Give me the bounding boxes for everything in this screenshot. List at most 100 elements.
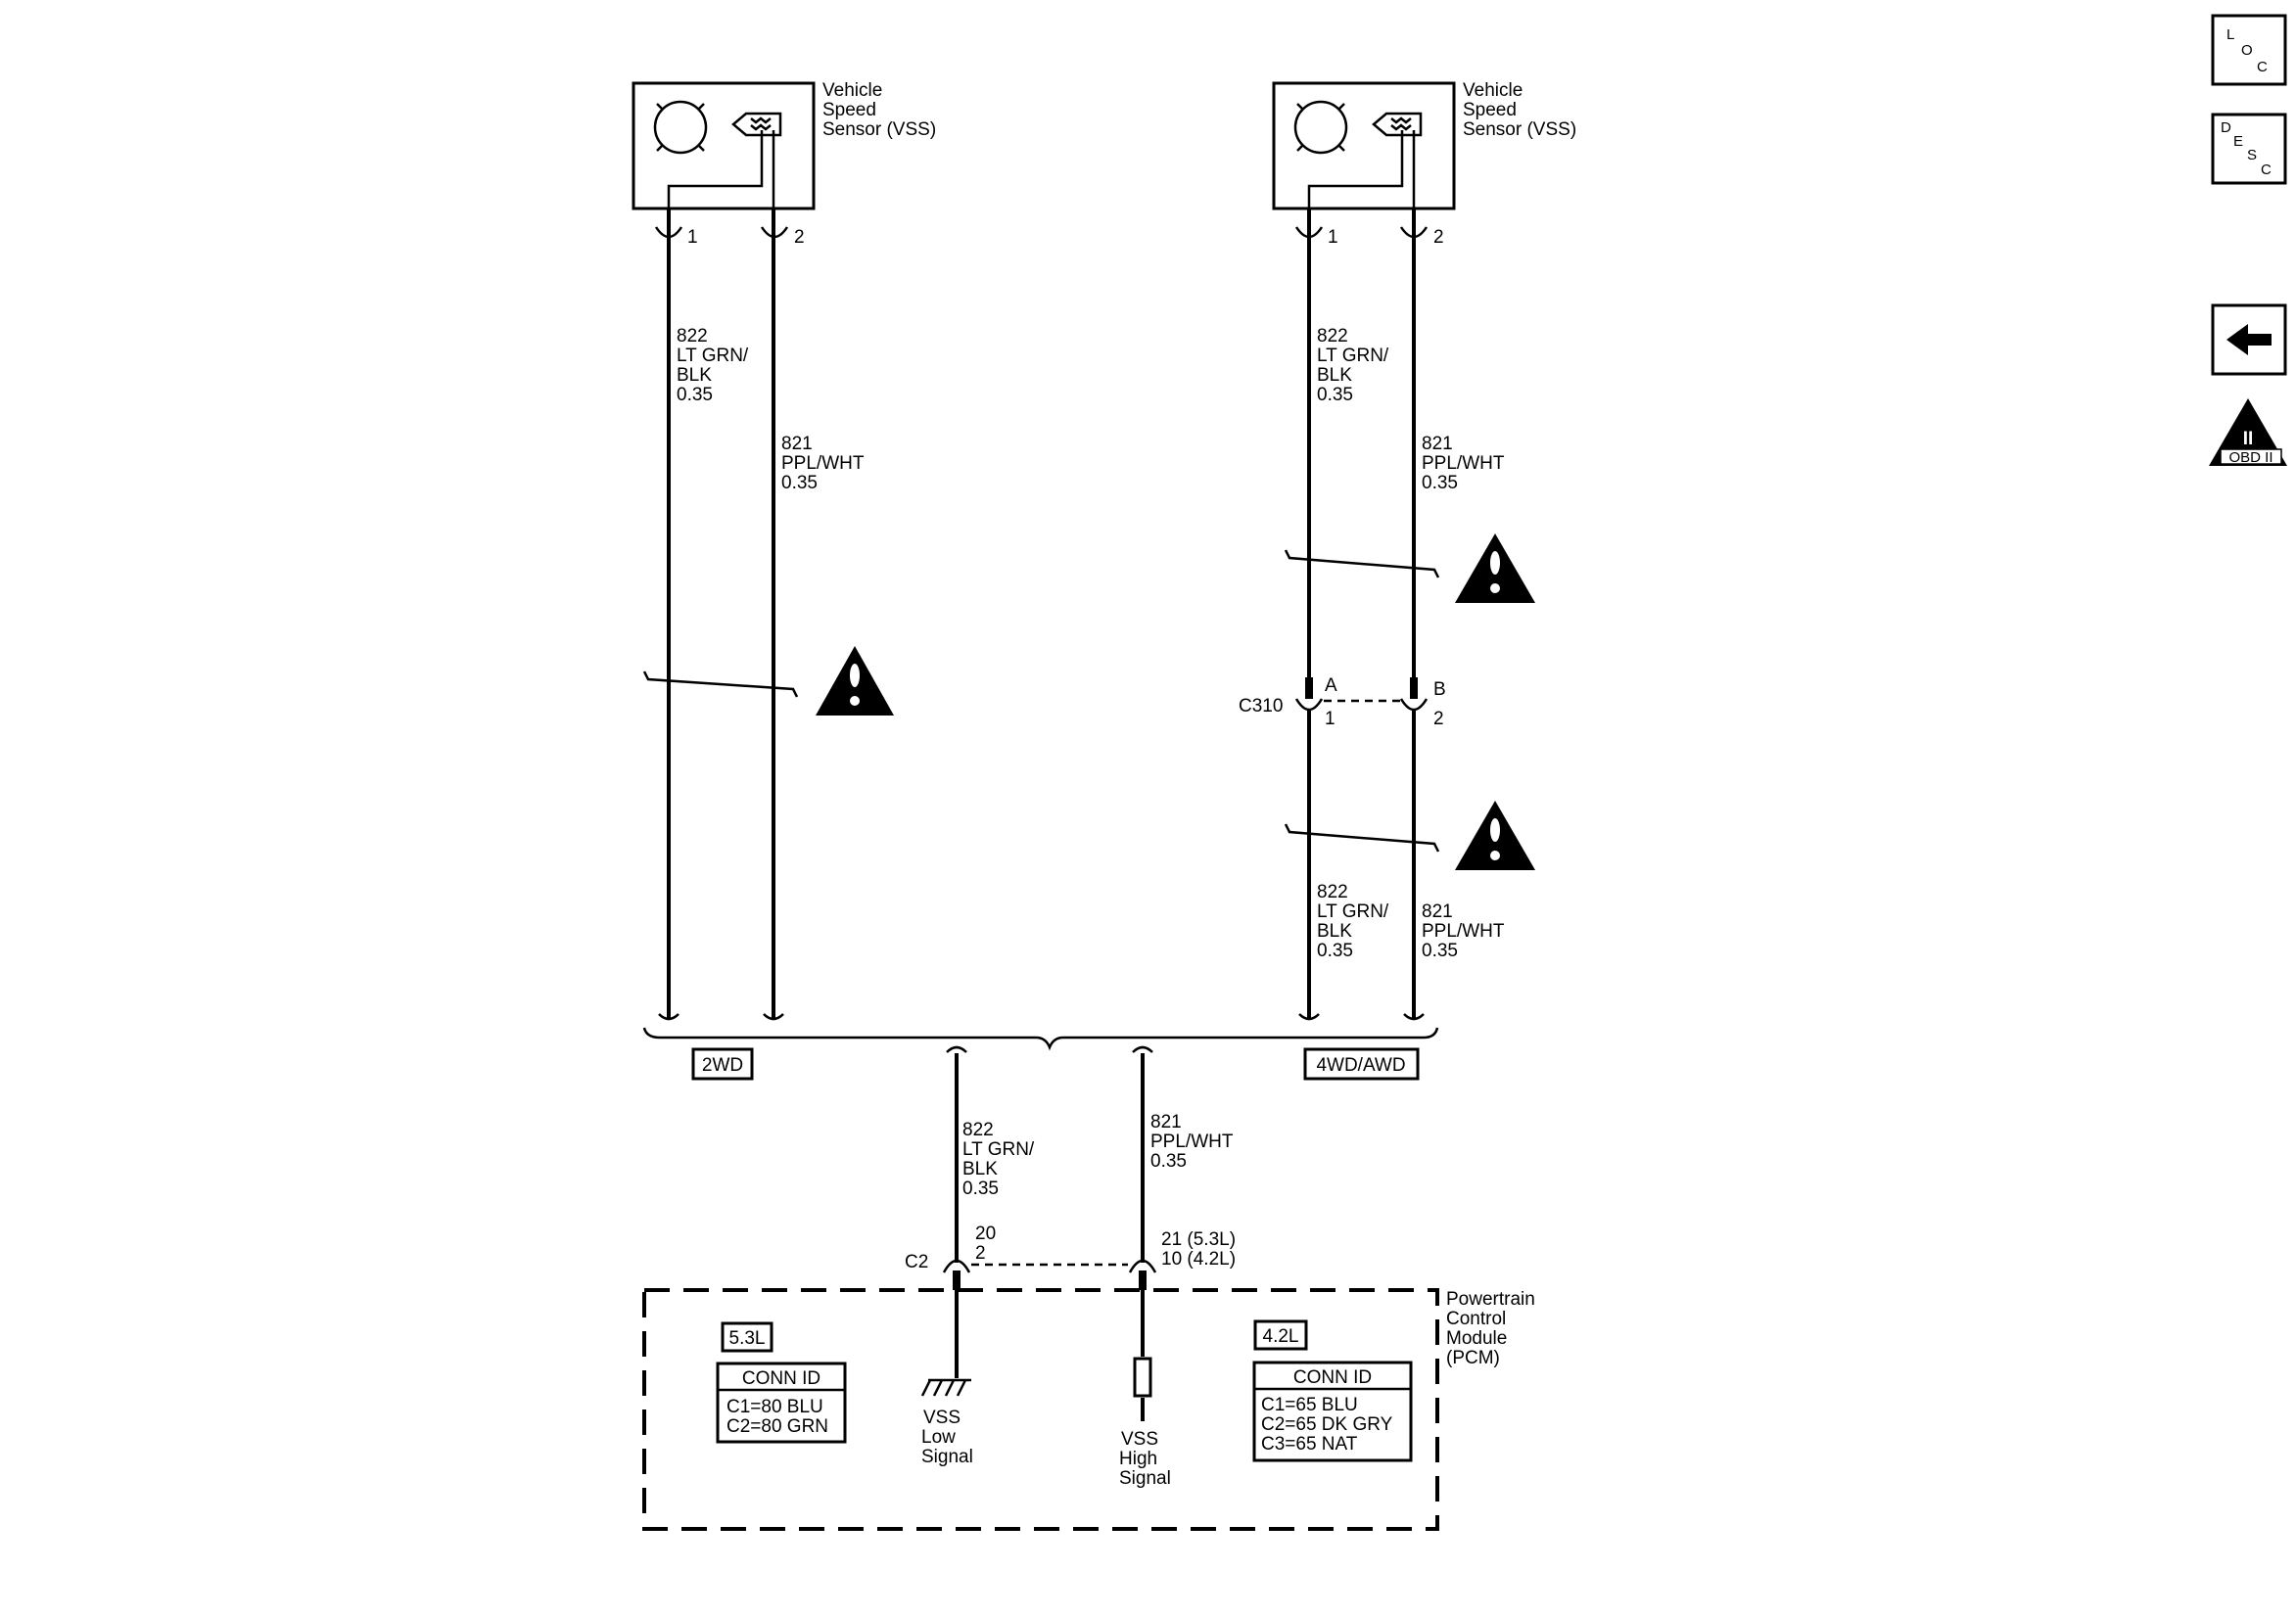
sensor-2wd-title-1: Vehicle	[822, 80, 882, 101]
svg-text:LT GRN/: LT GRN/	[677, 346, 749, 366]
wire-4wd-ends	[1298, 1013, 1425, 1021]
svg-text:0.35: 0.35	[1317, 385, 1353, 405]
svg-text:O: O	[2241, 42, 2253, 59]
sensor-4wd-title-2: Speed	[1463, 100, 1517, 120]
svg-text:VSS: VSS	[923, 1408, 961, 1428]
svg-text:CONN ID: CONN ID	[1293, 1367, 1372, 1388]
conn-id-table-53: CONN ID C1=80 BLU C2=80 GRN	[716, 1362, 847, 1444]
svg-text:BLK: BLK	[1317, 365, 1352, 386]
c310-pin-a: A	[1325, 675, 1337, 696]
resistor-icon	[1133, 1357, 1152, 1398]
engine-53-tag: 5.3L	[721, 1321, 773, 1353]
connector-c2: C2 20 2 21 (5.3L) 10 (4.2L)	[905, 1224, 1236, 1290]
loc-button[interactable]: L O C	[2211, 14, 2287, 86]
svg-text:CONN ID: CONN ID	[742, 1368, 820, 1389]
back-button[interactable]	[2211, 303, 2287, 376]
option-4wd-awd: 4WD/AWD	[1303, 1047, 1420, 1081]
wire-821-common-label: 821 PPL/WHT 0.35	[1150, 1112, 1234, 1172]
svg-text:VSS: VSS	[1121, 1429, 1158, 1450]
c2-pin-high-2: 10 (4.2L)	[1161, 1249, 1236, 1270]
sensor-gear-icon	[1293, 100, 1348, 155]
svg-text:C3=65 NAT: C3=65 NAT	[1261, 1434, 1358, 1455]
svg-text:PPL/WHT: PPL/WHT	[1150, 1132, 1234, 1152]
c2-pin-low-1: 20	[975, 1224, 996, 1244]
svg-text:2WD: 2WD	[702, 1055, 743, 1076]
svg-text:822: 822	[677, 326, 708, 346]
ground-icon	[920, 1378, 971, 1397]
sensor-2wd-title-3: Sensor (VSS)	[822, 119, 936, 140]
svg-text:C: C	[2261, 162, 2272, 178]
wire-821-4wd-label-upper: 821 PPL/WHT 0.35	[1422, 434, 1505, 493]
svg-text:OBD II: OBD II	[2228, 449, 2273, 466]
svg-text:0.35: 0.35	[1422, 941, 1458, 961]
svg-text:822: 822	[1317, 882, 1348, 902]
back-arrow-icon	[2226, 324, 2272, 355]
svg-text:LT GRN/: LT GRN/	[1317, 901, 1389, 922]
sensor-2wd: Vehicle Speed Sensor (VSS) 1 2	[632, 80, 936, 248]
desc-button[interactable]: D E S C	[2211, 113, 2287, 185]
svg-text:5.3L: 5.3L	[729, 1328, 766, 1349]
warning-triangle-icon	[1455, 533, 1535, 603]
svg-text:0.35: 0.35	[1422, 473, 1458, 493]
sensor-4wd-pin1: 1	[1328, 227, 1338, 248]
svg-text:0.35: 0.35	[677, 385, 713, 405]
option-2wd: 2WD	[691, 1047, 754, 1081]
wire-821-2wd-label: 821 PPL/WHT 0.35	[781, 434, 865, 493]
svg-text:821: 821	[781, 434, 813, 454]
svg-text:S: S	[2247, 147, 2257, 163]
svg-text:C1=80 BLU: C1=80 BLU	[726, 1397, 823, 1417]
svg-text:0.35: 0.35	[1317, 941, 1353, 961]
svg-text:D: D	[2221, 119, 2231, 136]
sensor-4wd-body	[1272, 81, 1456, 210]
svg-text:PPL/WHT: PPL/WHT	[1422, 453, 1505, 474]
engine-42-tag: 4.2L	[1253, 1319, 1308, 1351]
obd-ii-icon: OBD II II	[2209, 398, 2287, 466]
sensor-element-icon	[731, 112, 782, 137]
harness-break-4wd-lower	[1284, 823, 1440, 853]
svg-text:0.35: 0.35	[781, 473, 818, 493]
svg-text:4WD/AWD: 4WD/AWD	[1316, 1055, 1405, 1076]
sensor-2wd-pin2: 2	[794, 227, 805, 248]
harness-break-2wd	[642, 670, 799, 698]
svg-text:C2=65 DK GRY: C2=65 DK GRY	[1261, 1414, 1393, 1435]
pcm-outline	[642, 1288, 1439, 1531]
sensor-4wd-pin2: 2	[1433, 227, 1444, 248]
svg-text:Signal: Signal	[1119, 1468, 1171, 1489]
svg-text:822: 822	[1317, 326, 1348, 346]
wire-822-common-label: 822 LT GRN/ BLK 0.35	[962, 1120, 1035, 1199]
pcm-title: Powertrain Control Module (PCM)	[1446, 1289, 1535, 1368]
svg-text:PPL/WHT: PPL/WHT	[1422, 921, 1505, 942]
warning-triangle-icon	[816, 646, 894, 716]
sensor-4wd: Vehicle Speed Sensor (VSS) 1 2	[1272, 80, 1576, 248]
svg-text:Powertrain: Powertrain	[1446, 1289, 1535, 1310]
connector-c310: C310 A B 1 2	[1239, 675, 1446, 729]
svg-text:BLK: BLK	[1317, 921, 1352, 942]
high-signal-label: VSS High Signal	[1119, 1429, 1171, 1489]
sensor-4wd-title-3: Sensor (VSS)	[1463, 119, 1576, 140]
obd-ii-button[interactable]: OBD II II	[2209, 398, 2287, 466]
sensor-element-icon	[1372, 112, 1423, 137]
sensor-2wd-pin1: 1	[687, 227, 698, 248]
svg-text:II: II	[2243, 429, 2254, 449]
svg-text:0.35: 0.35	[1150, 1151, 1187, 1172]
svg-text:Low: Low	[921, 1427, 956, 1448]
c310-name: C310	[1239, 696, 1283, 716]
svg-text:821: 821	[1150, 1112, 1182, 1132]
wire-822-4wd-label-upper: 822 LT GRN/ BLK 0.35	[1317, 326, 1389, 405]
warning-triangle-icon	[1455, 801, 1535, 870]
wire-821-4wd-label-lower: 821 PPL/WHT 0.35	[1422, 901, 1505, 961]
svg-text:821: 821	[1422, 901, 1453, 922]
svg-text:822: 822	[962, 1120, 994, 1140]
svg-text:LT GRN/: LT GRN/	[962, 1139, 1035, 1160]
option-brace	[642, 1027, 1439, 1051]
harness-break-4wd-upper	[1284, 549, 1440, 578]
conn-id-table-42: CONN ID C1=65 BLU C2=65 DK GRY C3=65 NAT	[1252, 1361, 1413, 1462]
svg-text:(PCM): (PCM)	[1446, 1348, 1500, 1368]
svg-text:PPL/WHT: PPL/WHT	[781, 453, 865, 474]
sensor-4wd-title-1: Vehicle	[1463, 80, 1523, 101]
svg-text:Signal: Signal	[921, 1447, 973, 1467]
c2-pin-low-2: 2	[975, 1243, 986, 1264]
svg-text:LT GRN/: LT GRN/	[1317, 346, 1389, 366]
common-wire-starts	[946, 1045, 1153, 1053]
